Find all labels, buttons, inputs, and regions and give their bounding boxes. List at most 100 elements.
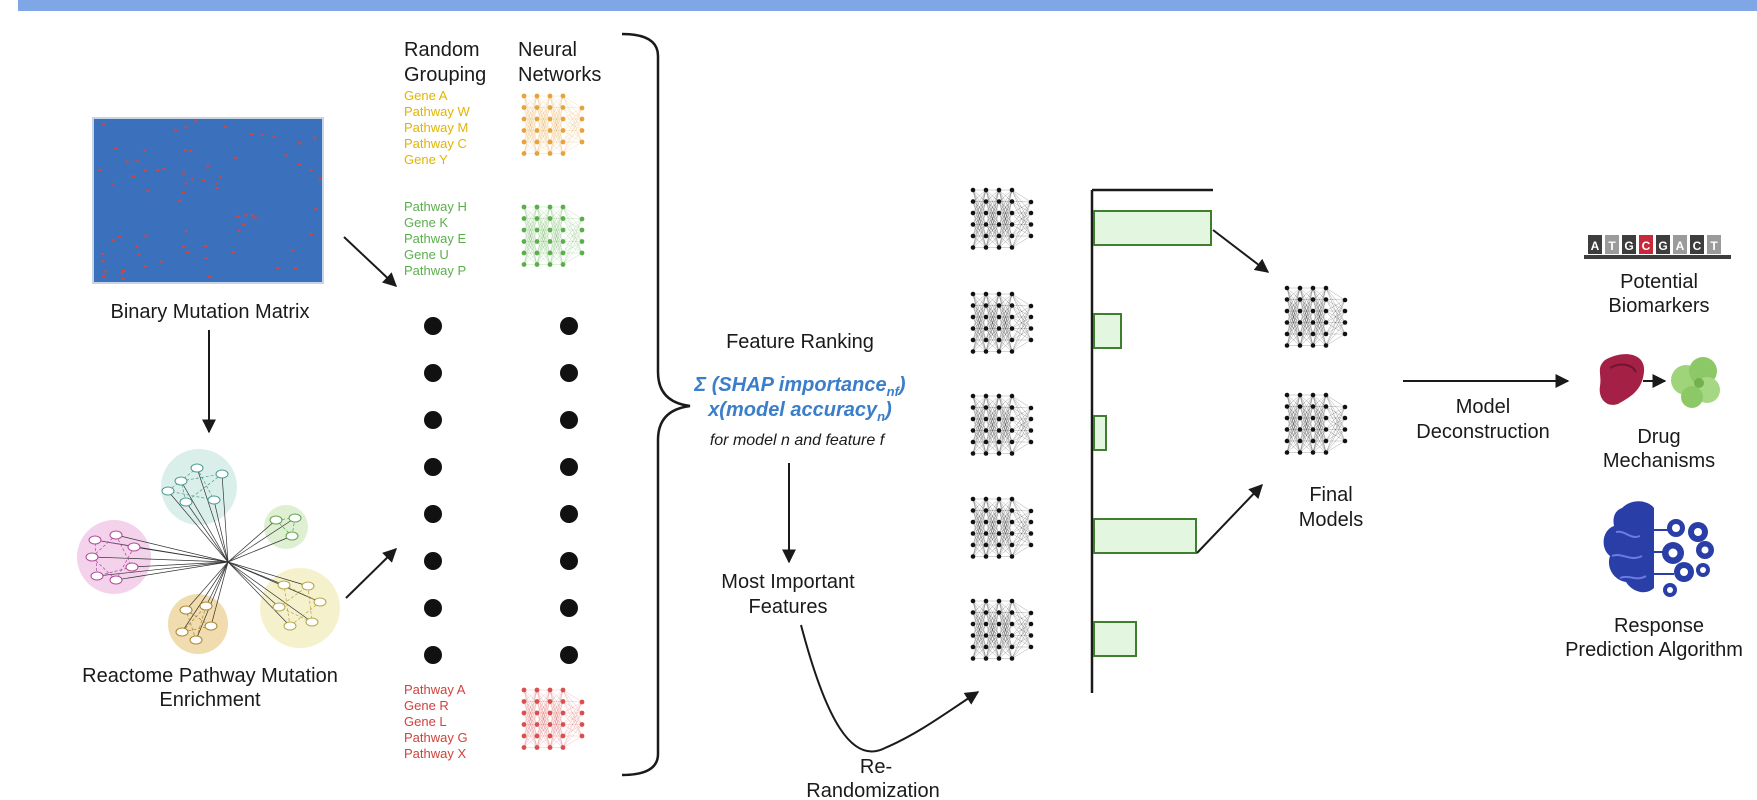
net-edge [985,395,1000,454]
net-edge [549,107,564,131]
arrow-fourth-model-to-final [1196,483,1263,554]
group-network [521,204,585,267]
grouping-brace [621,32,691,777]
net-edge [1299,406,1314,430]
net-edge [1325,299,1346,323]
net-edge [562,206,583,220]
net-edge [985,498,1000,546]
net-edge [1312,417,1327,453]
net-node [970,393,976,399]
net-edge [523,107,538,154]
net-edge [1299,394,1314,407]
net-node [1009,644,1015,650]
net-edge [985,533,1000,557]
net-edge [998,510,1013,523]
net-edge [972,328,987,341]
net-edge [998,305,1013,318]
net-edge [985,418,1000,443]
net-edge [1011,305,1032,329]
net-edge [998,498,1013,546]
net-edge [536,206,551,254]
net-edge [1286,394,1301,430]
net-node [970,508,976,513]
net-edge [536,701,551,737]
net-edge [549,95,564,154]
net-edge [1011,189,1032,203]
net-node [983,291,989,297]
ellipsis-dot [424,317,442,335]
net-edge [998,612,1013,659]
mutation-mark [218,176,222,179]
net-edge [985,430,1000,454]
net-edge [562,206,583,231]
net-edge [523,735,538,748]
net-edge [562,218,583,220]
net-node [521,239,527,244]
net-edge [549,712,564,737]
mutation-mark [182,172,186,175]
net-edge [549,724,564,748]
net-edge [972,418,987,431]
net-node [534,139,540,145]
net-edge [972,612,987,636]
net-edge [562,118,583,131]
net-edge [972,235,987,248]
net-edge [985,395,1000,431]
net-node [970,199,976,204]
net-edge [998,395,1013,420]
net-edge [1011,201,1032,237]
net-edge [972,635,987,648]
net-edge [998,418,1013,454]
net-node [1284,415,1290,421]
net-edge [985,441,1000,454]
importance-bar [1093,518,1197,554]
net-edge [1011,612,1032,648]
net-node [996,508,1002,513]
net-node [560,745,566,750]
net-node [1342,331,1348,337]
net-edge [972,498,987,557]
net-edge [523,95,538,154]
net-edge [1325,287,1346,335]
net-edge [523,107,538,120]
net-node [1009,598,1015,604]
importance-bar [1093,621,1137,657]
net-edge [536,712,551,737]
mutation-marks [98,120,322,280]
net-edge [972,212,987,248]
mutation-mark [110,183,114,186]
net-node [521,105,527,110]
net-edge [562,701,583,703]
net-edge [1286,310,1301,335]
net-edge [1011,407,1032,431]
net-edge [523,118,538,131]
net-node [1028,542,1034,548]
net-edge [536,95,551,143]
net-edge [523,95,538,143]
net-node [547,116,553,122]
net-edge [1011,441,1032,454]
net-node [983,349,989,354]
net-edge [562,689,583,725]
net-edge [523,95,538,108]
mutation-mark [101,260,105,263]
mutation-mark [101,253,105,255]
ellipsis-dot [560,599,578,617]
mutation-mark [184,230,188,233]
net-edge [549,689,564,725]
net-edge [985,407,1000,431]
net-edge [998,623,1013,636]
net-edge [972,235,987,248]
net-edge [562,712,583,725]
net-edge [998,395,1013,420]
net-edge [536,218,551,231]
net-edge [562,701,583,737]
net-node [1342,438,1348,444]
net-edge [536,689,551,737]
mutation-mark [272,135,276,138]
net-edge [549,95,564,154]
net-node [996,210,1002,216]
formula-line-2: x(model accuracyn) [707,399,892,424]
net-edge [523,95,538,143]
net-edge [1011,521,1032,557]
